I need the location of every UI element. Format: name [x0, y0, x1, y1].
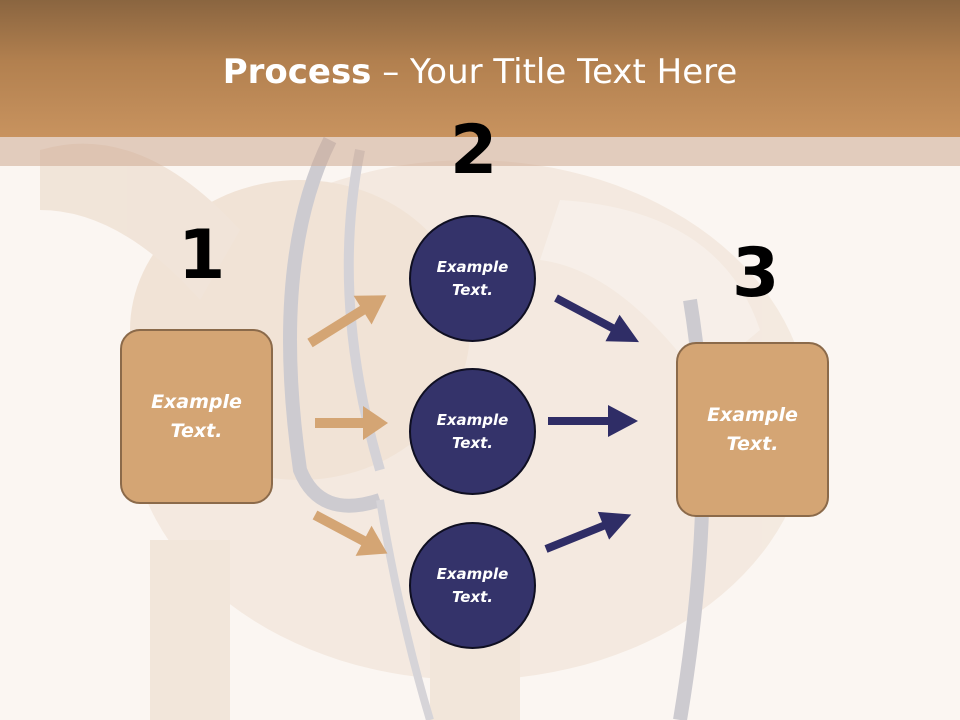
circle-middle: Example Text. — [409, 368, 536, 495]
step-number-3: 3 — [732, 234, 780, 313]
step-number-1: 1 — [178, 216, 226, 295]
right-box-label: Example Text. — [707, 403, 798, 455]
circle-middle-label: Example Text. — [436, 410, 509, 452]
circle-top: Example Text. — [409, 215, 536, 342]
title-bar-strip — [0, 137, 960, 166]
right-box: Example Text. — [676, 342, 829, 517]
title-rest: – Your Title Text Here — [371, 52, 738, 92]
step-number-2: 2 — [450, 111, 498, 190]
circle-bottom: Example Text. — [409, 522, 536, 649]
slide-title: Process – Your Title Text Here — [0, 52, 960, 92]
left-box: Example Text. — [120, 329, 273, 504]
title-bold: Process — [222, 52, 372, 92]
circle-bottom-label: Example Text. — [436, 564, 509, 606]
left-box-label: Example Text. — [151, 390, 242, 442]
title-bar — [0, 0, 960, 137]
circle-top-label: Example Text. — [436, 257, 509, 299]
